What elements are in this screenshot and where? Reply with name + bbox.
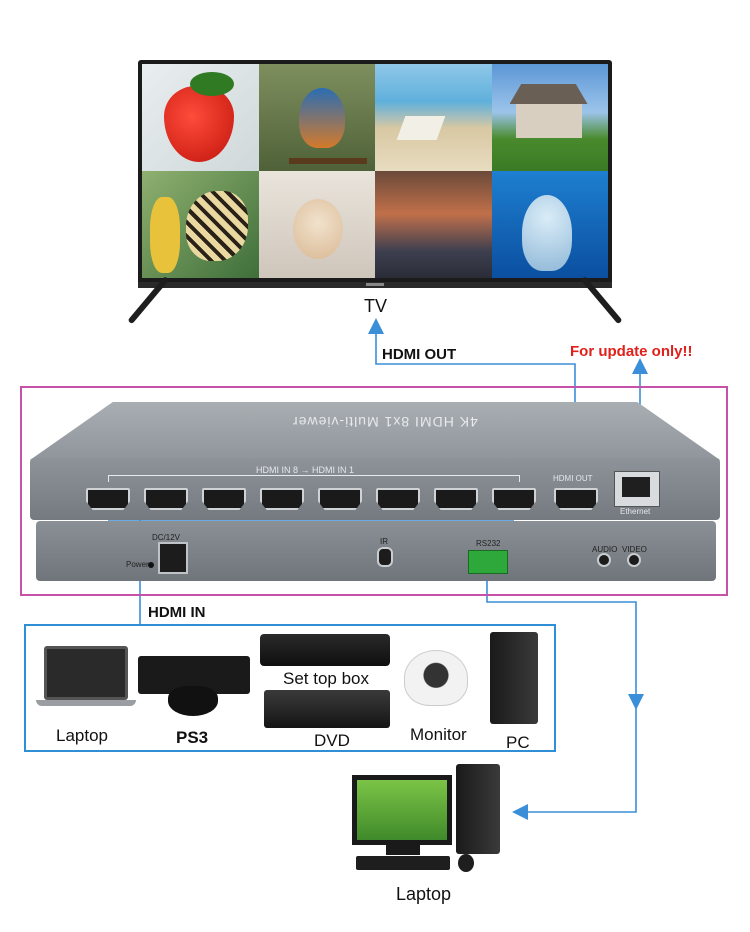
tile-hamster <box>258 171 375 278</box>
hdmi-out-port[interactable] <box>554 488 598 510</box>
rs232-terminal[interactable] <box>468 550 508 574</box>
hdmi-in-port-8[interactable] <box>86 488 130 510</box>
ethernet-label: Ethernet <box>620 507 651 516</box>
control-pc-label: Laptop <box>396 884 452 904</box>
device-top <box>30 402 720 460</box>
source-label-laptop: Laptop <box>56 726 108 745</box>
gamepad-icon <box>168 686 218 716</box>
control-monitor-stand <box>386 845 420 855</box>
ir-label: IR <box>380 537 388 546</box>
hdmi-in-port-5[interactable] <box>260 488 304 510</box>
hdmi-in-port-2[interactable] <box>434 488 478 510</box>
video-jack[interactable] <box>627 553 641 567</box>
tile-strawberry <box>142 64 259 171</box>
dc-label: DC/12V <box>152 533 181 542</box>
device-hdmi-out-label: HDMI OUT <box>553 474 593 483</box>
video-label: VIDEO <box>622 545 647 554</box>
hdmi-in-bracket <box>108 475 520 482</box>
device-title: 4K HDMI 8x1 Multi-viewer <box>292 414 478 430</box>
control-monitor-icon <box>352 775 452 845</box>
hdmi-in-label: HDMI IN <box>148 604 206 621</box>
audio-label: AUDIO <box>592 545 618 554</box>
tile-butterfly <box>142 171 259 278</box>
pc-tower-icon <box>490 632 538 724</box>
hdmi-in-port-4[interactable] <box>318 488 362 510</box>
source-label-monitor: Monitor <box>410 725 467 744</box>
line-rs232-pc <box>512 702 637 820</box>
dc-power-jack[interactable] <box>158 542 188 574</box>
tv-label: TV <box>364 296 388 316</box>
device-frame <box>20 386 728 596</box>
tile-house <box>491 64 608 171</box>
source-label-dvd: DVD <box>314 731 350 750</box>
mouse-icon <box>458 854 474 872</box>
audio-jack[interactable] <box>597 553 611 567</box>
line-rs232 <box>486 572 644 710</box>
tile-sunset <box>375 171 492 278</box>
laptop-icon <box>44 646 128 700</box>
source-label-ps3: PS3 <box>176 728 209 747</box>
source-label-pc: PC <box>506 733 530 752</box>
hdmi-in-port-3[interactable] <box>376 488 420 510</box>
set-top-box-icon <box>260 634 390 666</box>
rs232-label: RS232 <box>476 539 501 548</box>
sources-frame <box>24 624 556 752</box>
hdmi-in-port-7[interactable] <box>144 488 188 510</box>
hdmi-out-label: HDMI OUT <box>382 346 457 363</box>
dvd-icon <box>264 690 390 728</box>
tile-dolphin <box>491 171 608 278</box>
tile-beach <box>375 64 492 171</box>
tv-logo <box>366 283 384 286</box>
device-back-panel <box>36 521 716 581</box>
tile-kingfisher <box>258 64 375 171</box>
power-led <box>148 562 154 568</box>
camera-icon <box>404 650 468 706</box>
hdmi-in-port-1[interactable] <box>492 488 536 510</box>
update-label: For update only!! <box>570 343 693 360</box>
keyboard-icon <box>356 856 450 870</box>
ir-port[interactable] <box>377 547 393 567</box>
hdmi-in-range-label: HDMI IN 8 → HDMI IN 1 <box>256 465 355 475</box>
control-pc-tower-icon <box>456 764 500 854</box>
power-label: Power <box>126 560 149 569</box>
source-label-set-top-box: Set top box <box>283 669 370 688</box>
tv-screen <box>142 64 608 278</box>
hdmi-in-port-6[interactable] <box>202 488 246 510</box>
laptop-base <box>36 700 136 706</box>
ethernet-socket <box>622 477 650 497</box>
